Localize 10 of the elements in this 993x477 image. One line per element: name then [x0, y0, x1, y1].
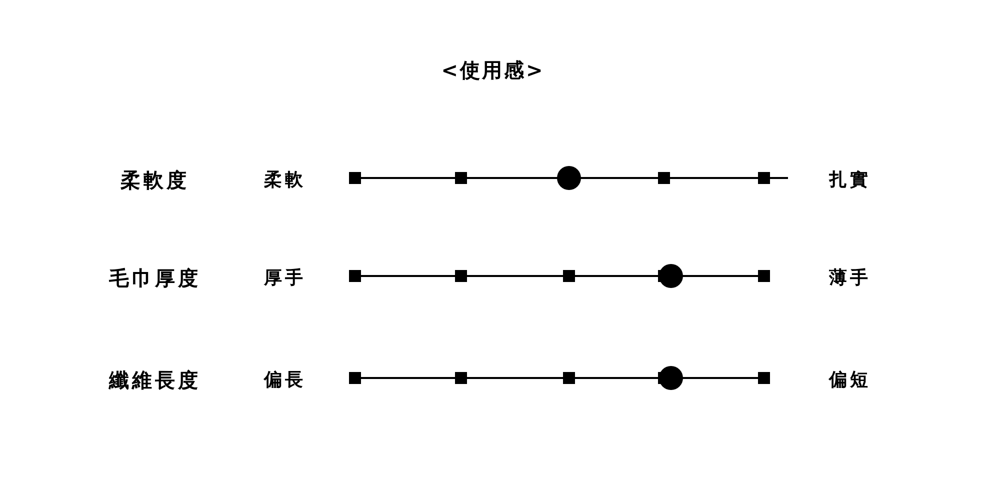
- scale-end-label: 柔軟: [264, 168, 306, 192]
- scale-end-label: 偏短: [829, 368, 871, 392]
- scale-end-label: 偏長: [264, 368, 306, 392]
- title: <使用感>: [441, 57, 545, 84]
- row-label: 纖維長度: [109, 367, 201, 394]
- row-label: 柔軟度: [120, 167, 190, 194]
- row-label: 毛巾厚度: [109, 265, 201, 292]
- scale-end-label: 扎實: [829, 168, 871, 192]
- scale-end-label: 厚手: [264, 266, 306, 290]
- scale-end-label: 薄手: [829, 266, 871, 290]
